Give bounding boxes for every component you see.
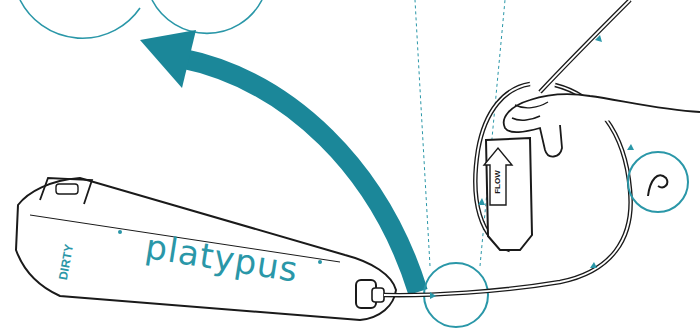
bag-dot: [318, 260, 322, 264]
guide-line: [415, 0, 430, 266]
cap-connector: [372, 288, 384, 302]
hose-core: [540, 0, 630, 92]
bag-handle: [40, 178, 92, 204]
reservoir-bag: [16, 178, 396, 320]
hose-marks: [430, 35, 634, 299]
hand: [504, 94, 700, 156]
hose-clip: [648, 175, 667, 196]
hose: [540, 0, 630, 92]
detail-circle: [628, 152, 688, 212]
arrow-head: [140, 30, 196, 88]
fingers: [512, 102, 548, 120]
flow-arrow: [484, 148, 512, 205]
handle-slot: [56, 184, 78, 194]
flow-label: FLOW: [494, 170, 502, 194]
detail-circle: [20, 0, 140, 38]
bag-dot: [118, 230, 122, 234]
detail-circle: [152, 0, 262, 33]
